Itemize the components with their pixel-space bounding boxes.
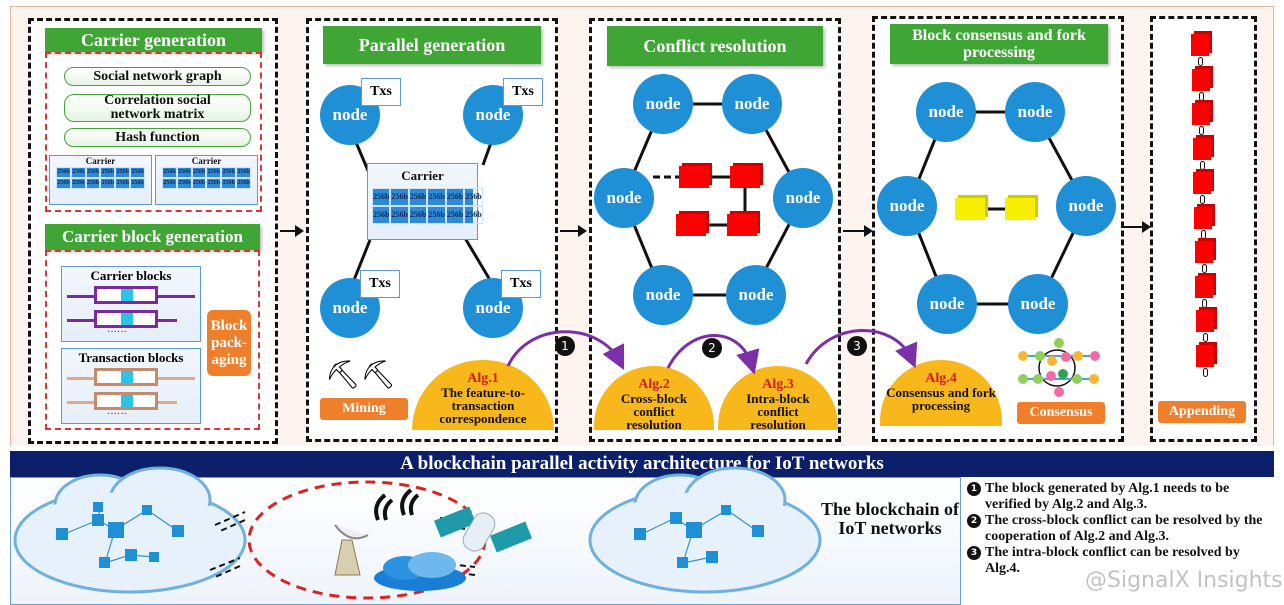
appending-tag: Appending (1158, 401, 1246, 423)
carrier-block-generation-title: Carrier block generation (45, 224, 260, 250)
chain-block (1194, 241, 1213, 263)
node: node (916, 82, 976, 142)
carrier-generation-title: Carrier generation (45, 28, 262, 52)
conflict-resolution-title: Conflict resolution (607, 26, 823, 66)
consensus-tag: Consensus (1017, 402, 1105, 424)
step-marker-1: 1 (555, 336, 575, 356)
chain-link-icon (1200, 195, 1206, 204)
chain-block (1191, 68, 1210, 91)
flow-arrow-2 (560, 225, 587, 237)
node: node (722, 74, 782, 134)
chain-block (1191, 34, 1209, 56)
watermark: @SignalX Insights (1085, 568, 1283, 593)
node: node (633, 74, 693, 134)
chain-link-icon (1203, 367, 1209, 377)
step-marker-2: 2 (702, 338, 722, 358)
chain-link-icon (1202, 333, 1208, 342)
chain-block (1195, 275, 1214, 298)
chain-block (1192, 137, 1211, 160)
chain-link-icon (1199, 126, 1205, 135)
iot-blockchain-label: The blockchain of IoT networks (820, 499, 960, 538)
chain-link-icon (1199, 160, 1205, 170)
miner-icon: ⛏⛏ (325, 358, 397, 391)
chain-link-icon (1201, 229, 1206, 239)
flow-arrow-1 (280, 225, 304, 237)
node: node (594, 168, 654, 228)
step-social-network-graph: Social network graph (64, 67, 251, 86)
carrier-block (94, 310, 158, 328)
step-hash-function: Hash function (64, 128, 251, 147)
node: node (633, 265, 693, 325)
consensus-block (955, 198, 985, 220)
carrier-block (94, 286, 158, 304)
node: node (726, 265, 786, 325)
txs-document-icon: Txs (361, 78, 401, 106)
transaction-block (94, 368, 158, 386)
node: node (877, 176, 937, 236)
mining-tag: Mining (320, 398, 408, 420)
flow-arrow-4 (1121, 221, 1151, 233)
consensus-block (1005, 198, 1035, 220)
conflict-block (727, 214, 757, 236)
carrier-generation-box (45, 52, 262, 212)
consensus-title: Block consensus and fork processing (890, 24, 1108, 64)
architecture-banner: A blockchain parallel activity architect… (10, 451, 1274, 477)
node: node (917, 274, 977, 334)
conflict-block (730, 166, 760, 188)
chain-link-icon (1198, 91, 1204, 101)
iot-cloud-left-icon (13, 466, 247, 594)
transaction-blocks-card: Transaction blocks ······ (61, 348, 201, 424)
cloud-icon (374, 552, 466, 591)
node: node (1008, 274, 1068, 334)
wireless-signal-icon (374, 488, 420, 521)
flow-arrow-3 (843, 225, 873, 237)
satellite-dish-icon (334, 524, 369, 576)
carrier-block-box (45, 250, 260, 430)
iot-cloud-right-icon (588, 466, 822, 594)
txs-document-icon: Txs (501, 270, 541, 298)
step-marker-3: 3 (847, 336, 867, 356)
parallel-generation-title: Parallel generation (323, 26, 541, 64)
conflict-block (679, 166, 709, 188)
chain-block (1193, 172, 1212, 194)
txs-document-icon: Txs (503, 78, 543, 106)
node: node (320, 85, 380, 145)
block-packaging-tag: Block pack-aging (207, 310, 251, 376)
chain-block (1195, 310, 1214, 332)
chain-block (1194, 206, 1212, 229)
chain-block (1196, 344, 1215, 367)
conflict-block (676, 214, 706, 236)
chain-block (1192, 103, 1211, 125)
carrier-blocks-card: Carrier blocks ······ (61, 266, 201, 342)
node: node (1005, 82, 1065, 142)
satellite-icon (434, 506, 532, 553)
chain-link-icon (1201, 264, 1207, 273)
txs-document-icon: Txs (360, 270, 400, 298)
node: node (1056, 176, 1116, 236)
node: node (773, 168, 833, 228)
transaction-block (94, 392, 158, 410)
step-correlation-matrix: Correlation social network matrix (64, 94, 251, 122)
chain-link-icon (1202, 298, 1208, 308)
chain-link-icon (1198, 57, 1203, 66)
alg1-badge: Alg.1 The feature-to-transaction corresp… (412, 360, 554, 430)
